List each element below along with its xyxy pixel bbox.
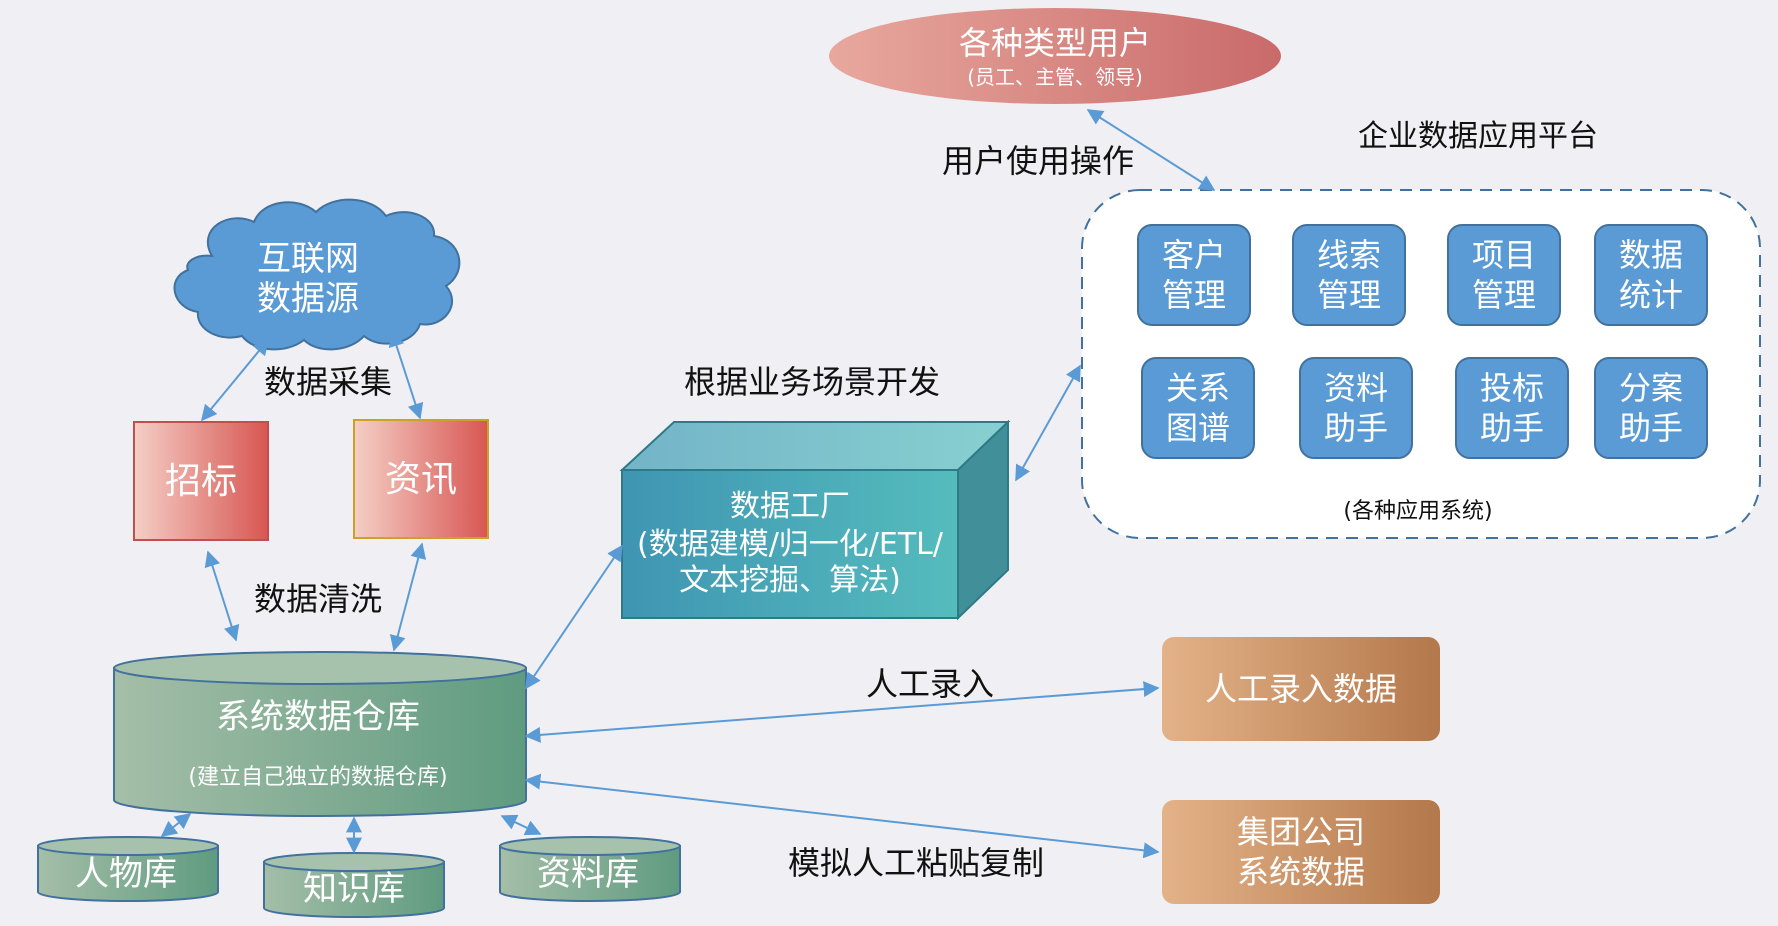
svg-text:图谱: 图谱 — [1166, 409, 1230, 447]
svg-text:管理: 管理 — [1317, 276, 1381, 314]
svg-text:关系: 关系 — [1166, 369, 1230, 407]
app-data-stats[interactable]: 数据 统计 — [1594, 224, 1708, 326]
app-lead-mgmt[interactable]: 线索 管理 — [1292, 224, 1406, 326]
svg-text:项目: 项目 — [1472, 236, 1536, 274]
svg-text:文本挖掘、算法): 文本挖掘、算法) — [679, 563, 901, 598]
external-manual-data: 人工录入数据 — [1162, 637, 1440, 741]
data-factory: 数据工厂 (数据建模/归一化/ETL/ 文本挖掘、算法) — [619, 419, 1011, 621]
users-subtitle: (员工、主管、领导) — [967, 65, 1143, 89]
svg-text:集团公司: 集团公司 — [1237, 813, 1365, 851]
svg-text:分案: 分案 — [1619, 369, 1683, 407]
connector-arrows — [160, 109, 1216, 859]
internet-line2: 数据源 — [257, 279, 359, 319]
users-node: 各种类型用户 (员工、主管、领导) — [829, 8, 1281, 104]
svg-text:(数据建模/归一化/ETL/: (数据建模/归一化/ETL/ — [637, 527, 944, 562]
internet-line1: 互联网 — [257, 239, 359, 279]
svg-text:管理: 管理 — [1162, 276, 1226, 314]
arrow-warehouse-people — [160, 813, 192, 837]
arrow-warehouse-manual — [524, 681, 1160, 743]
svg-text:助手: 助手 — [1324, 409, 1388, 447]
label-dev: 根据业务场景开发 — [684, 363, 940, 401]
arrow-news-warehouse — [389, 542, 427, 652]
external-group-data: 集团公司 系统数据 — [1162, 800, 1440, 904]
label-manual-entry: 人工录入 — [866, 665, 994, 703]
app-project-mgmt[interactable]: 项目 管理 — [1447, 224, 1561, 326]
svg-text:客户: 客户 — [1162, 236, 1226, 274]
svg-text:助手: 助手 — [1619, 409, 1683, 447]
svg-text:线索: 线索 — [1317, 236, 1381, 274]
users-title: 各种类型用户 — [959, 24, 1151, 62]
arrow-warehouse-factory — [525, 544, 623, 690]
arrow-cloud-bid — [200, 338, 270, 422]
svg-text:统计: 统计 — [1619, 276, 1683, 314]
svg-text:数据工厂: 数据工厂 — [730, 489, 850, 524]
platform-caption: (各种应用系统) — [1343, 499, 1492, 524]
svg-text:人工录入数据: 人工录入数据 — [1205, 670, 1397, 708]
arrow-cloud-news — [388, 330, 424, 420]
label-user-ops: 用户使用操作 — [942, 142, 1134, 180]
label-clean: 数据清洗 — [254, 580, 382, 618]
svg-text:招标: 招标 — [165, 461, 237, 502]
db-people: 人物库 — [37, 836, 219, 902]
internet-cloud: 互联网 数据源 — [173, 198, 461, 351]
svg-text:资讯: 资讯 — [385, 459, 457, 500]
svg-text:知识库: 知识库 — [303, 869, 405, 909]
arrow-factory-platform — [1015, 364, 1081, 482]
app-material-assistant[interactable]: 资料 助手 — [1299, 357, 1413, 459]
svg-text:资料库: 资料库 — [537, 854, 639, 894]
svg-text:系统数据: 系统数据 — [1237, 853, 1365, 891]
svg-text:系统数据仓库: 系统数据仓库 — [216, 697, 420, 737]
arrow-warehouse-group — [524, 773, 1160, 859]
app-relation-graph[interactable]: 关系 图谱 — [1141, 357, 1255, 459]
app-case-assistant[interactable]: 分案 助手 — [1594, 357, 1708, 459]
arrow-warehouse-material — [500, 814, 542, 836]
arrow-users-platform — [1086, 109, 1216, 191]
label-collect: 数据采集 — [264, 363, 392, 401]
arrow-bid-warehouse — [204, 550, 240, 642]
source-news: 资讯 — [353, 419, 489, 539]
svg-text:助手: 助手 — [1480, 409, 1544, 447]
app-bidding-assistant[interactable]: 投标 助手 — [1455, 357, 1569, 459]
db-knowledge: 知识库 — [263, 852, 445, 918]
svg-text:(建立自己独立的数据仓库): (建立自己独立的数据仓库) — [188, 765, 447, 790]
data-warehouse: 系统数据仓库 (建立自己独立的数据仓库) — [113, 651, 527, 817]
label-simulate: 模拟人工粘贴复制 — [788, 844, 1044, 882]
platform-title: 企业数据应用平台 — [1358, 119, 1598, 154]
source-bid: 招标 — [133, 421, 269, 541]
svg-text:投标: 投标 — [1480, 369, 1544, 407]
svg-text:人物库: 人物库 — [75, 854, 177, 894]
app-customer-mgmt[interactable]: 客户 管理 — [1137, 224, 1251, 326]
db-material: 资料库 — [499, 836, 681, 902]
svg-text:资料: 资料 — [1324, 369, 1388, 407]
svg-text:数据: 数据 — [1619, 236, 1683, 274]
svg-text:管理: 管理 — [1472, 276, 1536, 314]
